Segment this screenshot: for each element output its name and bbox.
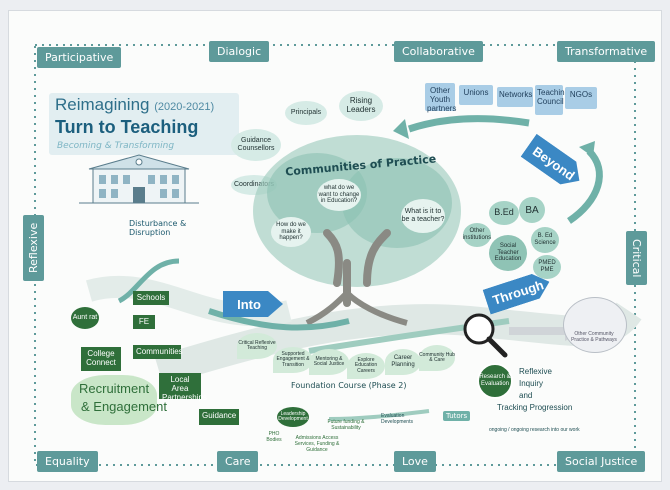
rec-guidance: Guidance <box>199 409 239 425</box>
tree-of-practice-icon <box>253 135 461 326</box>
rec-communities: Communities <box>133 345 183 359</box>
bubble-principals: Principals <box>285 101 327 125</box>
lower-eval: Evaluation Developments <box>381 413 413 425</box>
research-circle: Research & Evaluation <box>477 363 513 399</box>
reflexive-text2: Inquiry <box>519 379 544 388</box>
partner-ngos: NGOs <box>565 87 597 109</box>
bubble-change-education: what do we want to change in Education? <box>317 179 361 211</box>
lower-future: Future funding & Sustainability <box>327 419 365 431</box>
prog-pme: PMED PME <box>533 255 561 279</box>
pathways-box <box>563 297 627 353</box>
pathways-label: Other Community Practice & Pathways <box>571 331 617 343</box>
prog-other: Other institutions <box>463 223 491 247</box>
prog-ba: BA <box>519 197 545 223</box>
bubble-what-is-teacher: What is it to be a teacher? <box>401 199 445 233</box>
found-leaf-3: Mentoring & Social Justice <box>309 349 349 375</box>
prog-bed: B.Ed <box>489 201 519 225</box>
magnifier-icon <box>463 313 508 358</box>
tag-social-justice: Social Justice <box>557 451 646 472</box>
prog-social: Social Teacher Education <box>489 235 527 271</box>
title-becoming: Becoming & Transforming <box>57 141 175 151</box>
rec-title-line1: Recruitment <box>79 381 150 396</box>
lower-admissions: Admissions Access Services, Funding & Gu… <box>294 435 340 453</box>
tag-transformative: Transformative <box>557 41 656 62</box>
tag-care: Care <box>217 451 259 472</box>
lower-pho: PHO Bodies <box>266 431 282 443</box>
found-leaf-6: Community Hub & Care <box>419 345 455 371</box>
reflexive-text1: Reflexive <box>519 367 552 376</box>
tag-love: Love <box>394 451 436 472</box>
reflexive-text3: and <box>519 391 533 400</box>
tag-dialogic: Dialogic <box>209 41 270 62</box>
arrows-layer <box>117 115 603 421</box>
tag-equality: Equality <box>37 451 98 472</box>
title-reimagining: Reimagining (2020-2021) <box>55 95 215 114</box>
found-leaf-5: Career Planning <box>385 349 421 375</box>
bubble-guidance-counsellors: Guidance Counsellors <box>231 129 281 161</box>
partner-networks: Networks <box>497 87 533 107</box>
bubble-rising-leaders: Rising Leaders <box>339 91 383 121</box>
lower-leading: Leadership Development <box>277 407 309 427</box>
title-block <box>49 93 239 155</box>
bubble-make-it-happen: How do we make it happen? <box>271 217 311 247</box>
disturbance-label: Disturbance & Disruption <box>129 219 187 237</box>
rec-title-line2: & Engagement <box>81 399 168 414</box>
found-leaf-4: Explore Education Careers <box>347 353 385 379</box>
rec-fe: FE <box>133 315 155 329</box>
prog-science: B. Ed Science <box>531 227 559 253</box>
graphic-recording: Participative Dialogic Collaborative Tra… <box>8 10 662 482</box>
tag-collaborative: Collaborative <box>394 41 483 62</box>
partner-other-youth: Other Youth partners <box>425 83 456 113</box>
title-turn-to-teaching: Turn to Teaching <box>55 117 199 137</box>
tag-participative: Participative <box>37 47 122 68</box>
rec-college-connect: College Connect <box>81 347 121 371</box>
rec-local-area: Local Area Partnerships <box>159 373 207 402</box>
found-leaf-1: Critical Reflexive Teaching <box>237 333 277 359</box>
arrow-into: Into <box>223 291 283 317</box>
rec-aunt-rat: Aunt rat <box>71 307 99 329</box>
lower-tutor: Tutors <box>443 411 471 421</box>
partner-teaching-council: Teaching Council <box>535 85 569 115</box>
foundation-label: Foundation Course (Phase 2) <box>291 381 407 390</box>
partner-unions: Unions <box>459 85 493 105</box>
found-leaf-2: Supported Engagement & Transition <box>273 347 313 373</box>
reflexive-text4: Tracking Progression <box>497 403 573 412</box>
reflexive-foot: ongoing / ongoing research into our work <box>489 427 580 433</box>
rec-schools: Schools <box>133 291 169 305</box>
rec-title-bg <box>71 375 157 425</box>
college-building-icon <box>79 154 199 204</box>
